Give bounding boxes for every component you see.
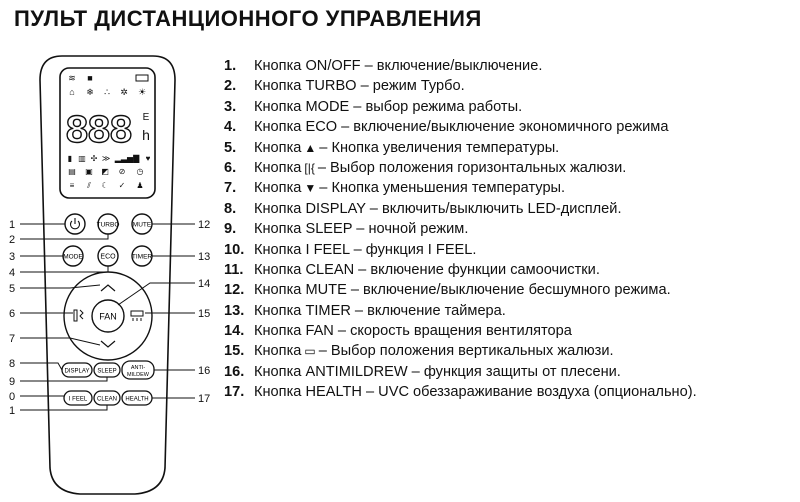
fan-speed-icon: ✣	[91, 154, 98, 163]
legend-item: 2.Кнопка TURBO – режим Турбо.	[224, 78, 465, 95]
battery-icon	[135, 74, 149, 82]
lcd-display	[59, 67, 156, 199]
legend-item: 11.Кнопка CLEAN – включение функции само…	[224, 261, 600, 278]
legend-item: 5.Кнопка▲– Кнопка увеличения температуры…	[224, 138, 697, 158]
lcd-function-icons: ▮ ▥ ✣ ≫ ▂▃▅▇ ♥ ▤ ▣ ◩ ⊘ ◷ ≡ ⫽ ☾ ✓ ♟	[68, 154, 151, 190]
timer-calendar-icon: ▣	[85, 167, 93, 176]
horizontal-vane-button[interactable]	[73, 309, 84, 322]
vertical-vane-icon: ▭	[304, 344, 316, 359]
display-button-label: DISPLAY	[65, 369, 90, 375]
sleep-moon-icon: ☾	[101, 181, 108, 190]
sleep-button-label: SLEEP	[97, 369, 116, 375]
clock-icon: ◷	[137, 167, 144, 176]
legend-item: 12.Кнопка MUTE – включение/выключение бе…	[224, 282, 671, 299]
legend-item: 1.Кнопка ON/OFF – включение/выключение.	[224, 58, 543, 74]
legend-item: 17.Кнопка HEALTH – UVC обеззараживание в…	[224, 384, 697, 401]
callout-4: 4	[9, 267, 15, 279]
fan-mode-icon: ✲	[120, 87, 128, 97]
legend-item: 3.Кнопка MODE – выбор режима работы.	[224, 98, 523, 115]
person-icon: ♟	[136, 181, 143, 190]
timer-button-label: TIMER	[132, 254, 153, 261]
lock-icon: ■	[87, 73, 92, 83]
callout-11-digit1: 1	[9, 405, 15, 417]
callout-10-digit0: 0	[9, 391, 15, 403]
auto-mode-icon: ⌂	[69, 87, 74, 97]
ifeel-button-label: I FEEL	[69, 397, 88, 403]
triangle-up-icon: ▲	[304, 140, 317, 155]
callout-8: 8	[9, 358, 15, 370]
temp-up-button[interactable]	[100, 284, 116, 292]
page-title: ПУЛЬТ ДИСТАНЦИОННОГО УПРАВЛЕНИЯ	[14, 6, 482, 31]
lcd-unit-top: E	[143, 112, 150, 123]
legend-item: 10.Кнопка I FEEL – функция I FEEL.	[224, 241, 477, 258]
legend-item: 4.Кнопка ECO – включение/выключение экон…	[224, 119, 669, 136]
turbo-button-label: TURBO	[97, 222, 120, 229]
callout-9: 9	[9, 376, 15, 388]
temp-down-button[interactable]	[100, 340, 116, 348]
health-button-label: HEALTH	[125, 397, 148, 403]
lcd-status-icons: ≋ ■ ⌂ ❄ ∴ ✲ ☀	[68, 73, 149, 97]
callout-14: 14	[198, 278, 210, 290]
heat-icon: ≡	[70, 181, 75, 190]
fan-button[interactable]	[91, 299, 125, 333]
callout-13: 13	[198, 251, 210, 263]
ifeel-button[interactable]	[63, 390, 93, 406]
legend-item: 15.Кнопка▭– Выбор положения вертикальных…	[224, 341, 697, 361]
legend-item: 6.Кнопка[|{– Выбор положения горизонталь…	[224, 158, 697, 178]
horizontal-vane-icon: [|{	[304, 160, 315, 175]
callout-lines	[20, 223, 195, 411]
callout-2: 2	[9, 234, 15, 246]
power-icon	[69, 218, 81, 230]
callout-6: 6	[9, 308, 15, 320]
turbo-icon: ≫	[102, 154, 110, 163]
eco-button-label: ECO	[100, 254, 116, 261]
legend-item: 8.Кнопка DISPLAY – включить/выключить LE…	[224, 200, 622, 217]
mode-button-label: MODE	[63, 254, 83, 261]
callout-15: 15	[198, 308, 210, 320]
callout-3: 3	[9, 251, 15, 263]
callout-7: 7	[9, 333, 15, 345]
antimildew-label-line1: ANTI-	[131, 365, 146, 371]
legend-item: 16.Кнопка ANTIMILDREW – функция защиты о…	[224, 363, 621, 380]
callout-5: 5	[9, 283, 15, 295]
legend-item: 13.Кнопка TIMER – включение таймера.	[224, 302, 506, 319]
lcd-unit-bottom: h	[142, 127, 150, 143]
antimildew-label-line2: MILDEW	[127, 372, 150, 378]
heat-mode-icon: ☀	[138, 87, 146, 97]
vane-icon: ▥	[78, 154, 86, 163]
clean-icon: ◩	[101, 167, 109, 176]
no-icon: ⊘	[119, 167, 126, 176]
legend-item: 9.Кнопка SLEEP – ночной режим.	[224, 221, 469, 238]
swing-icon: ▮	[68, 154, 72, 163]
wifi-icon: ≋	[68, 73, 76, 83]
lcd-digits: 888	[65, 110, 131, 155]
fan-button-label: FAN	[99, 312, 117, 322]
remote-control-diagram: ≋ ■ ⌂ ❄ ∴ ✲ ☀ 888 E h ▮ ▥ ✣ ≫ ▂▃▅▇ ♥ ▤ ▣…	[9, 55, 210, 495]
heart-icon: ♥	[146, 154, 151, 163]
mute-button-label: MUTE	[133, 222, 152, 229]
callout-12: 12	[198, 219, 210, 231]
dry-mode-icon: ∴	[104, 87, 110, 97]
callout-16: 16	[198, 365, 210, 377]
clean-button-label: CLEAN	[97, 397, 117, 403]
callout-1: 1	[9, 219, 15, 231]
legend-item: 14.Кнопка FAN – скорость вращения вентил…	[224, 323, 572, 340]
timer-on-icon: ▤	[68, 167, 76, 176]
cool-mode-icon: ❄	[86, 87, 94, 97]
callout-17: 17	[198, 393, 210, 405]
signal-bars-icon: ▂▃▅▇	[114, 154, 140, 163]
button-legend: 1.Кнопка ON/OFF – включение/выключение. …	[224, 56, 697, 403]
check-icon: ✓	[119, 181, 126, 190]
thermometer-icon: ⫽	[86, 181, 91, 190]
triangle-down-icon: ▼	[304, 181, 317, 196]
legend-item: 7.Кнопка▼– Кнопка уменьшения температуры…	[224, 178, 697, 198]
vertical-vane-button[interactable]	[130, 310, 144, 321]
